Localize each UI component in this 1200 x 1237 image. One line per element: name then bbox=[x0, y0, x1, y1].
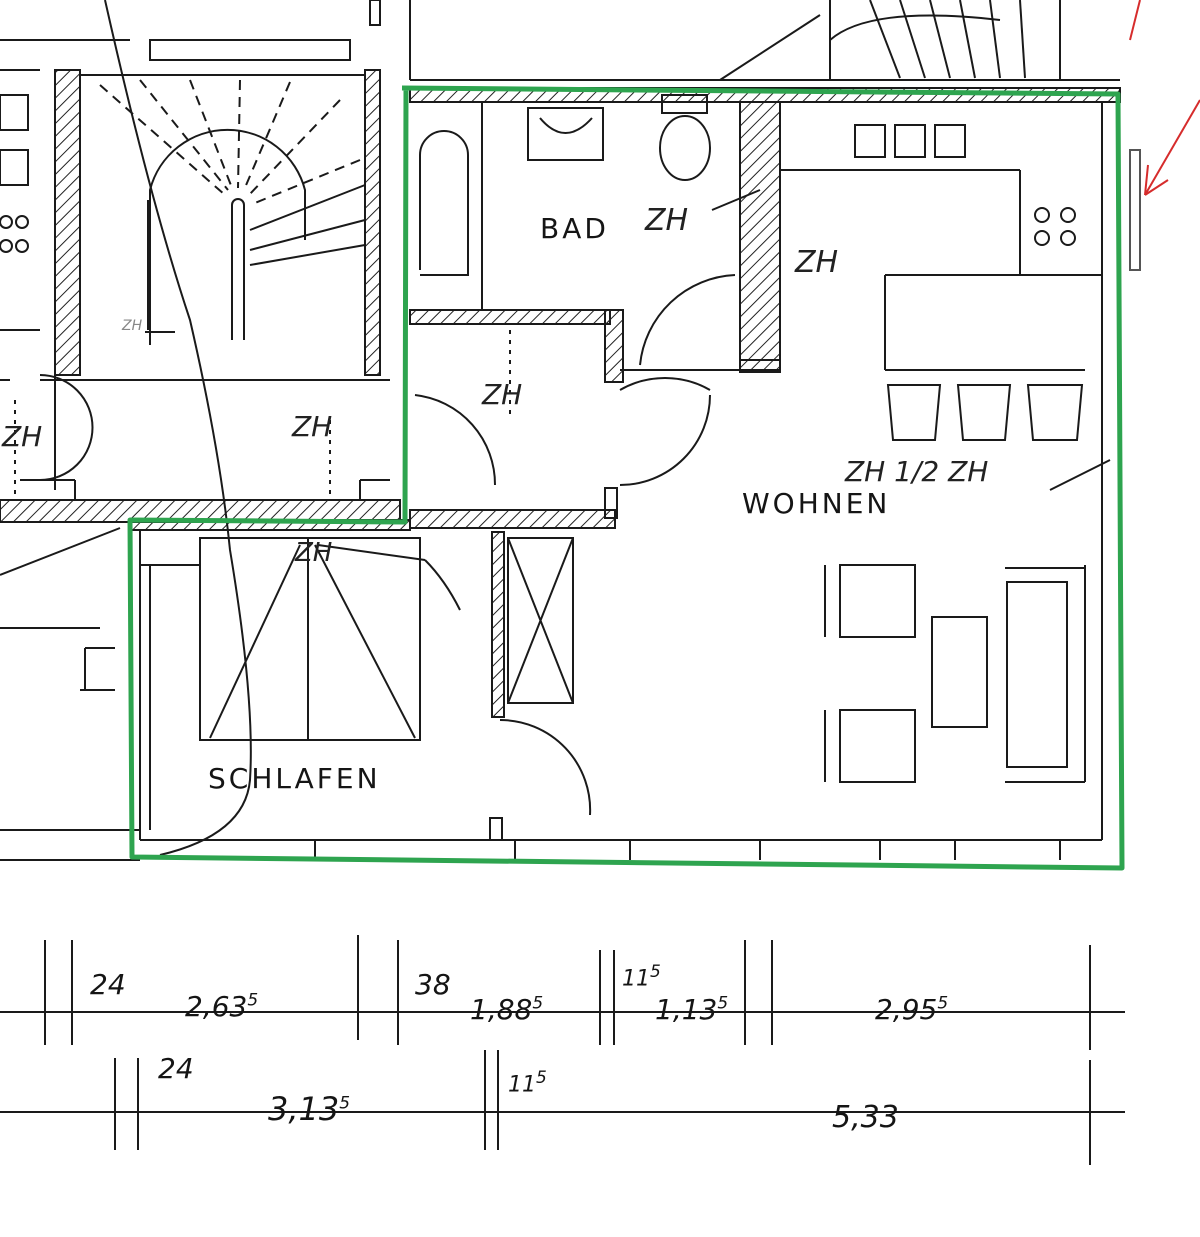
annotation-zh: ZH bbox=[2, 420, 43, 453]
annotation-zh: ZH bbox=[645, 203, 689, 238]
annotation-zh: ZH bbox=[295, 538, 333, 568]
dimension-label: 38 bbox=[415, 968, 451, 1001]
dimension-label: 2,955 bbox=[875, 993, 949, 1026]
apartment-outline bbox=[127, 85, 1125, 871]
dimension-label: 5,33 bbox=[832, 1100, 899, 1135]
dimension-label: 115 bbox=[508, 1068, 547, 1098]
annotation-zh: ZH bbox=[482, 378, 523, 411]
bedroom bbox=[0, 527, 461, 830]
staircase bbox=[0, 69, 401, 523]
room-label-schlafen: SCHLAFEN bbox=[208, 762, 381, 795]
annotation-zh-half: ZH 1/2 ZH bbox=[845, 455, 989, 488]
room-label-bad: BAD bbox=[540, 212, 609, 245]
bathroom bbox=[409, 94, 781, 383]
dimension-label: 1,135 bbox=[655, 993, 729, 1026]
dimension-label: 2,635 bbox=[185, 990, 259, 1023]
freehand-line bbox=[104, 0, 252, 856]
neighbor-top-left bbox=[0, 0, 381, 331]
neighbor-top-stairs bbox=[409, 0, 1141, 271]
dimension-label: 115 bbox=[622, 962, 661, 992]
dimension-label: 24 bbox=[90, 968, 126, 1001]
dimension-label: 1,885 bbox=[470, 993, 544, 1026]
red-arrow bbox=[1129, 0, 1200, 196]
living-furniture bbox=[489, 531, 1086, 841]
annotation-zh: ZH bbox=[292, 410, 333, 443]
room-label-wohnen: WOHNEN bbox=[742, 487, 891, 520]
dimension-label: 24 bbox=[158, 1052, 194, 1085]
annotation-zh: ZH bbox=[795, 245, 839, 280]
dimension-label: 3,135 bbox=[268, 1090, 351, 1128]
annotation-zh: ZH bbox=[122, 318, 143, 334]
dimension-lines bbox=[0, 935, 1125, 1165]
kitchen bbox=[414, 124, 1102, 486]
